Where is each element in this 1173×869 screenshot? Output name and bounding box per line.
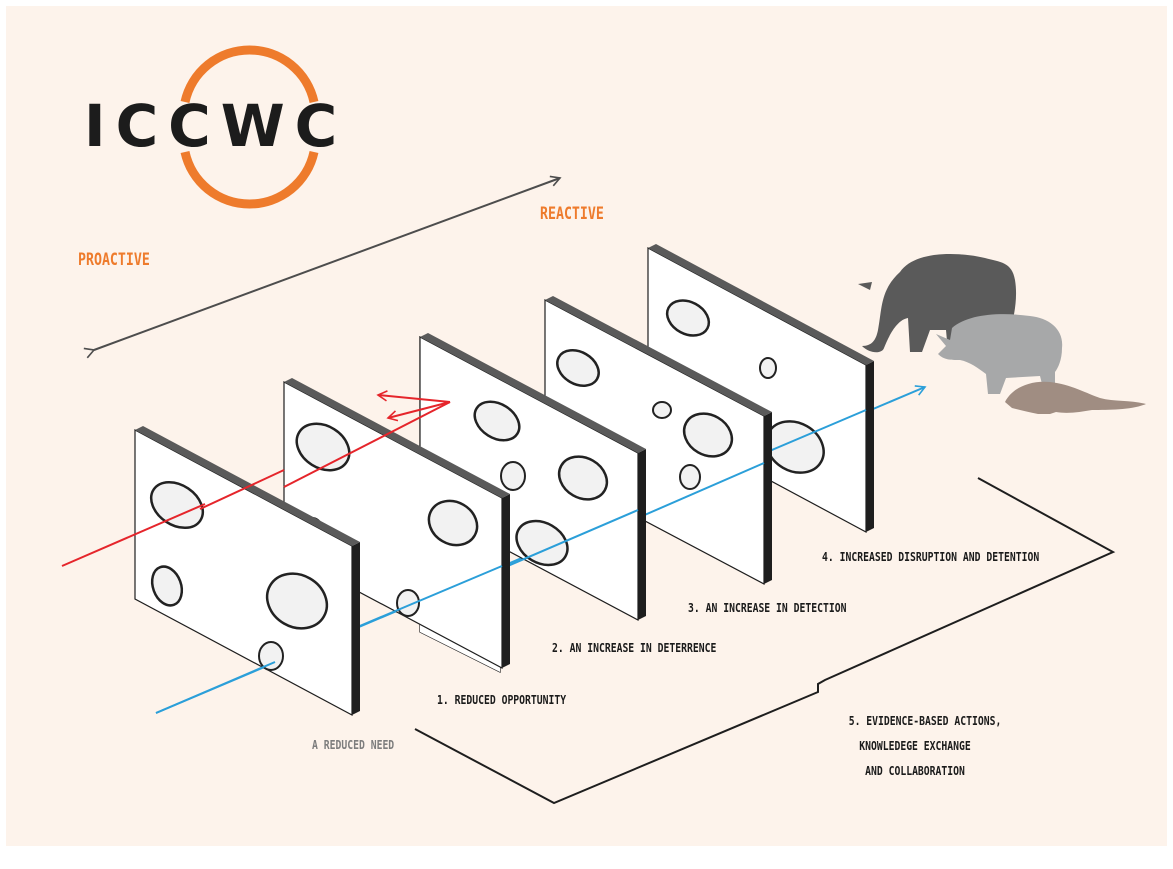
panel-hole (427, 499, 479, 547)
panel-hole (500, 461, 526, 491)
panel-4 (647, 244, 874, 534)
label-step-4: 4. INCREASED DISRUPTION AND DETENTION (822, 549, 1040, 564)
panel-hole (150, 565, 184, 607)
label-step-5-line-1: 5. EVIDENCE-BASED ACTIONS, (848, 713, 1002, 728)
panel-hole (515, 519, 569, 567)
panel-hole (665, 299, 711, 337)
deflected-threat-arrow-2 (386, 401, 451, 422)
label-step-5-line-3: AND COLLABORATION (865, 763, 965, 778)
flow-line-segment (639, 462, 765, 518)
flow-line-segment (502, 509, 639, 569)
panel-hole (258, 641, 284, 671)
deflected-threat-arrow (376, 390, 451, 403)
panel-hole (473, 400, 521, 442)
label-step-3: 3. AN INCREASE IN DETECTION (688, 600, 847, 615)
reactive-label: REACTIVE (540, 204, 604, 224)
threat-line (61, 503, 206, 567)
panel-hole (557, 455, 609, 501)
pangolin-icon (1005, 381, 1146, 414)
panel-hole (265, 572, 329, 630)
rhino-icon (936, 314, 1063, 394)
label-step-1: 1. REDUCED OPPORTUNITY (437, 692, 567, 707)
flow-line-segment (155, 661, 276, 714)
label-reduced-need: A REDUCED NEED (312, 737, 395, 752)
proactive-label: PROACTIVE (78, 250, 150, 270)
panel-hole (679, 464, 701, 490)
flow-line-segment (354, 565, 503, 629)
logo-text: ICCWC (84, 92, 348, 160)
flow-line-segment (759, 409, 867, 456)
panel-hole (652, 401, 672, 419)
label-step-2: 2. AN INCREASE IN DETERRENCE (552, 640, 717, 655)
panel-hole (295, 422, 351, 472)
threat-line-segment (199, 469, 285, 510)
panel-3 (544, 296, 772, 585)
collaboration-bracket (414, 477, 1116, 805)
panel-hole (556, 349, 600, 387)
proactive-reactive-arrow (83, 175, 562, 359)
panel-hole (682, 412, 734, 458)
panel-hole (759, 357, 777, 379)
panel-1 (283, 378, 510, 669)
threat-line-segment (283, 401, 451, 488)
panel-hole (396, 589, 420, 617)
label-step-5-line-2: KNOWLEDEGE EXCHANGE (859, 738, 971, 753)
